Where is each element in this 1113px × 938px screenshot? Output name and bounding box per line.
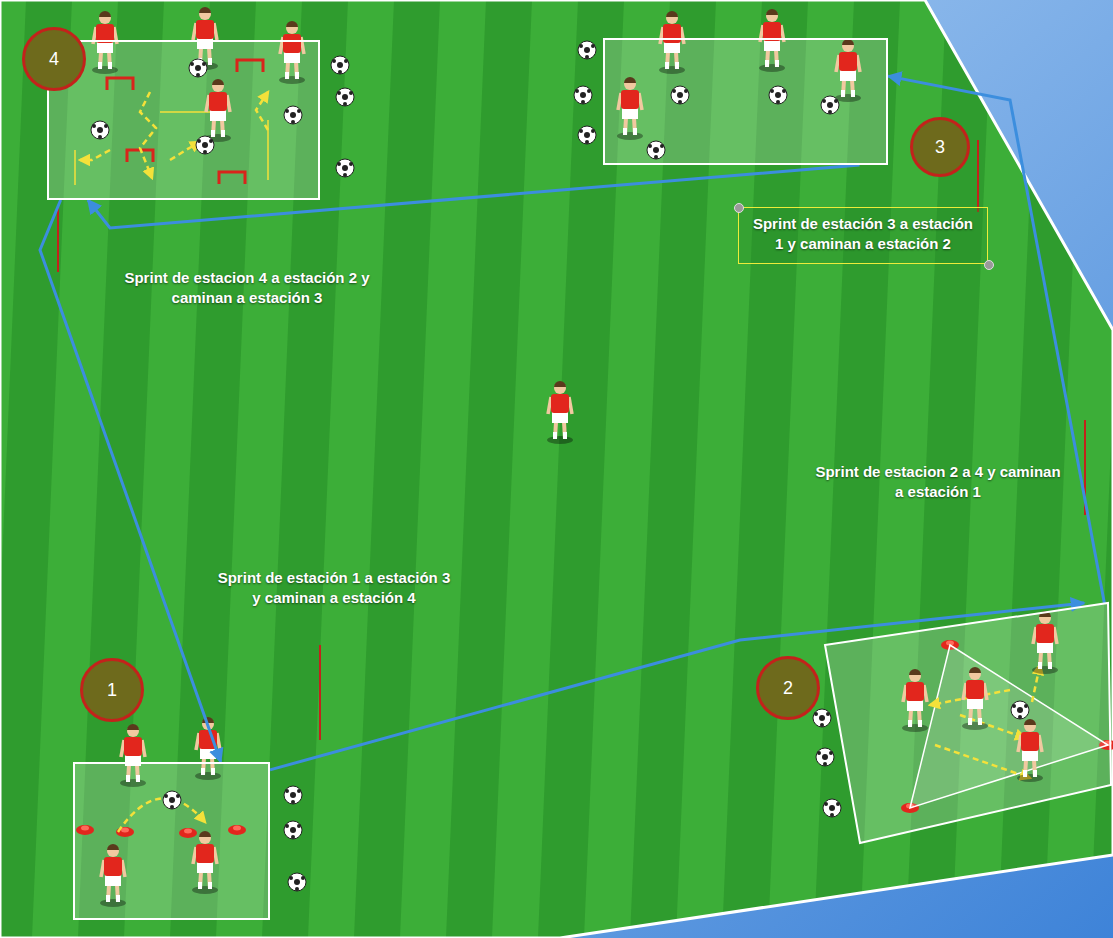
movement-path — [256, 92, 268, 130]
movement-path — [118, 798, 205, 832]
mini-goal — [107, 78, 133, 90]
ball — [1011, 701, 1029, 719]
player — [902, 669, 928, 732]
sprint-note: Sprint de estacion 2 a 4 y caminan a est… — [812, 462, 1064, 503]
ball — [284, 786, 302, 804]
station-number-badge: 3 — [910, 117, 970, 177]
mini-goal — [127, 150, 153, 162]
cone — [228, 825, 246, 835]
ball — [288, 873, 306, 891]
ball — [284, 106, 302, 124]
marker-pole — [319, 645, 321, 740]
ball — [336, 159, 354, 177]
station-number-badge: 4 — [22, 27, 86, 91]
ball — [821, 96, 839, 114]
station-fill — [825, 603, 1111, 843]
note-box: Sprint de estación 3 a estación 1 y cami… — [738, 207, 988, 264]
ball — [196, 136, 214, 154]
ball — [91, 121, 109, 139]
ball — [813, 709, 831, 727]
station-fill — [47, 40, 320, 200]
ball — [823, 799, 841, 817]
station-area: 2 — [825, 603, 1113, 843]
ball — [336, 88, 354, 106]
ball — [578, 41, 596, 59]
station-outline — [825, 603, 1113, 843]
player — [92, 11, 118, 74]
handle-dot — [734, 203, 744, 213]
cone — [179, 828, 197, 838]
sprint-note-block: Sprint de estación 1 a estación 3 y cami… — [215, 568, 453, 609]
player — [617, 77, 643, 140]
sprint-note-block: Sprint de estacion 2 a 4 y caminan a est… — [812, 462, 1064, 503]
station-fill — [603, 38, 888, 165]
marker-pole — [977, 140, 979, 212]
marker-pole — [57, 205, 59, 272]
movement-path — [80, 150, 110, 160]
player — [659, 11, 685, 74]
station-fill — [73, 762, 270, 920]
station-number: 2 — [783, 679, 793, 697]
player — [835, 39, 861, 102]
station-area: 3 — [603, 38, 888, 165]
ball — [284, 821, 302, 839]
movement-path — [170, 142, 200, 160]
player — [120, 724, 146, 787]
sprint-arrow — [270, 603, 1084, 770]
station-area: 1 — [73, 762, 270, 920]
station-number: 3 — [935, 138, 945, 156]
cone — [76, 825, 94, 835]
player — [100, 844, 126, 907]
player — [547, 381, 573, 444]
station-area: 4 — [47, 40, 320, 200]
ball — [578, 126, 596, 144]
player — [759, 9, 785, 72]
player — [192, 831, 218, 894]
pitch-stripe — [400, 0, 486, 938]
guide-line — [74, 150, 76, 185]
sprint-note: Sprint de estacion 4 a estación 2 y cami… — [112, 268, 382, 309]
ball — [574, 86, 592, 104]
ball — [671, 86, 689, 104]
station-number-badge: 2 — [756, 656, 820, 720]
player — [205, 79, 231, 142]
player — [962, 667, 988, 730]
cone-grid — [910, 645, 1108, 808]
station-number: 1 — [107, 681, 117, 699]
player — [1017, 719, 1043, 782]
pitch-stripe — [0, 0, 26, 938]
note-text: Sprint de estación 3 a estación 1 y cami… — [747, 214, 979, 255]
sprint-note: Sprint de estación 1 a estación 3 y cami… — [215, 568, 453, 609]
ball — [769, 86, 787, 104]
player — [279, 21, 305, 84]
mini-goal — [237, 60, 263, 72]
ball — [331, 56, 349, 74]
sprint-arrow — [888, 76, 1104, 603]
mini-goal — [219, 172, 245, 184]
station-number-badge: 1 — [80, 658, 144, 722]
sprint-note-block: Sprint de estacion 4 a estación 2 y cami… — [112, 268, 382, 309]
ball — [163, 791, 181, 809]
movement-path — [140, 92, 156, 178]
pitch-stripe — [492, 0, 578, 938]
station-number: 4 — [49, 50, 59, 68]
ball — [816, 748, 834, 766]
movement-path — [935, 745, 1030, 778]
player — [1032, 611, 1058, 674]
movement-path — [960, 715, 1025, 738]
ball — [647, 141, 665, 159]
ball — [189, 59, 207, 77]
pitch-stripe — [308, 0, 394, 938]
handle-dot — [984, 260, 994, 270]
